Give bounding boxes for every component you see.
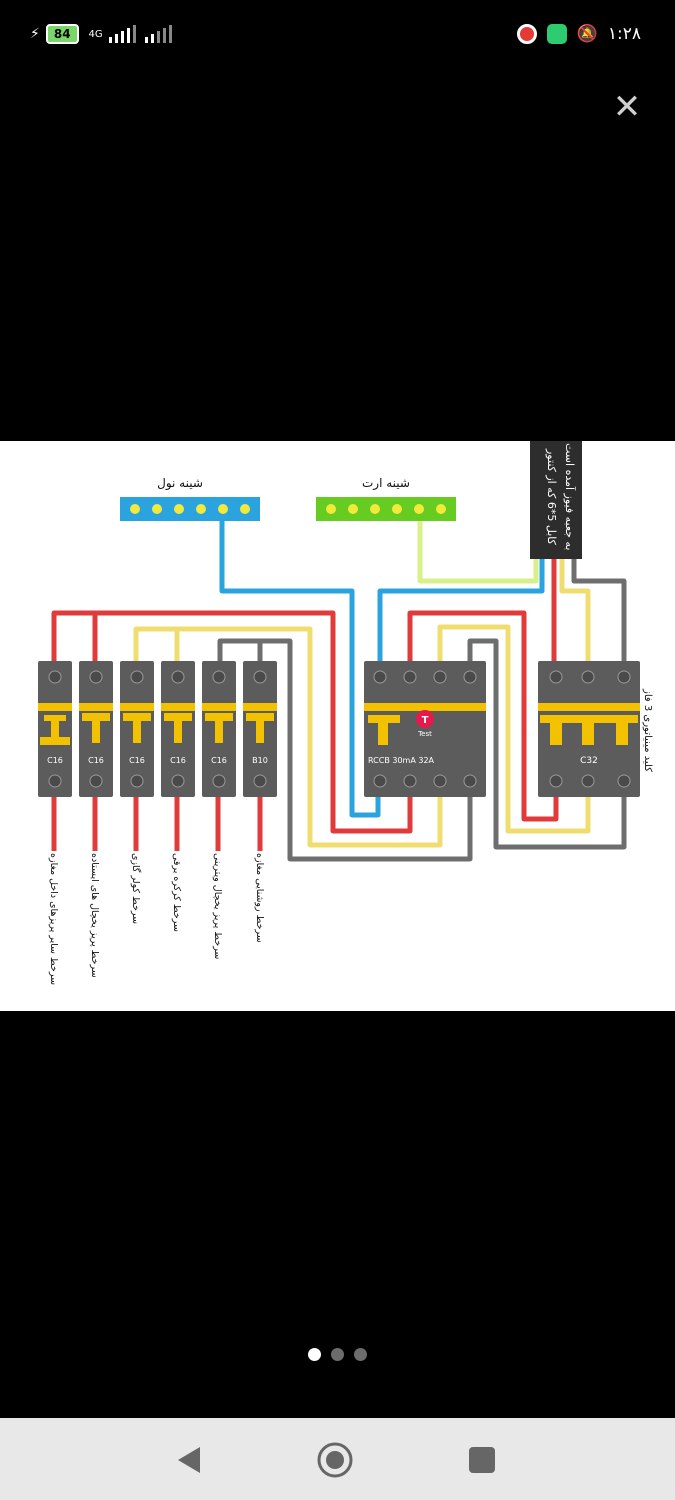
signal-icon: [108, 25, 136, 43]
circuit-label: سرخط پریز یخچال ویترینی: [212, 853, 223, 959]
miniature-breaker: C16: [202, 661, 236, 797]
test-button-letter: T: [422, 715, 429, 726]
recents-icon[interactable]: [460, 1438, 504, 1482]
pager-dot[interactable]: [331, 1348, 344, 1361]
incoming-cable: [530, 441, 582, 559]
app-notification-icon: [516, 24, 537, 44]
pager-dot[interactable]: [308, 1348, 321, 1361]
miniature-breaker: C16: [79, 661, 113, 797]
cable-note-line1: کابل 5*6 که از کنتور: [545, 448, 558, 546]
breaker-rating: C16: [129, 756, 145, 765]
miniature-breaker: C16: [120, 661, 154, 797]
rccb-label: RCCB 30mA 32A: [368, 756, 435, 765]
system-nav-bar: [0, 1418, 675, 1500]
cable-note-line2: به جعبه فیوز آمده است: [563, 443, 577, 550]
circuit-label: سرخط سایر پریزهای داخل مغازه: [48, 853, 59, 985]
earth-bus-label: شینه ارت: [362, 476, 410, 491]
network-label: 4G: [88, 28, 103, 40]
signal-icon: [144, 25, 172, 43]
circuit-label: سرخط کرکره برقی: [171, 853, 182, 932]
circuit-label: سرخط کولر گازی: [130, 853, 142, 924]
earth-bus-bar: [316, 497, 456, 521]
battery-indicator: 84: [45, 24, 79, 44]
clock: ۱:۲۸: [607, 24, 641, 44]
neutral-bus-bar: [120, 497, 260, 521]
app-notification-icon: [546, 24, 567, 44]
miniature-breaker: B10: [243, 661, 277, 797]
test-label: Test: [417, 730, 432, 738]
charging-icon: ⚡: [30, 26, 40, 42]
status-left: ⚡ 84 4G: [30, 24, 175, 44]
three-phase-label: کلید مینیاتوری 3 فاز: [642, 688, 653, 772]
circuit-label: سرخط روشنایی مغازه: [254, 853, 265, 943]
breaker-rating: C16: [211, 756, 227, 765]
circuit-labels: سرخط سایر پریزهای داخل مغازه سرخط پریز ی…: [48, 853, 265, 985]
status-bar: ⚡ 84 4G 🔕 ۱:۲۸: [0, 0, 675, 76]
miniature-breaker: C16: [161, 661, 195, 797]
neutral-bus-label: شینه نول: [157, 476, 203, 491]
three-phase-breaker: C32: [538, 661, 640, 797]
status-right: 🔕 ۱:۲۸: [516, 24, 641, 44]
rccb: T Test RCCB 30mA 32A: [364, 661, 486, 797]
wiring-diagram-image[interactable]: شینه نول شینه ارت کابل 5*6 که از کنتور ب…: [0, 441, 675, 1011]
home-icon[interactable]: [313, 1438, 357, 1482]
breaker-rating: C16: [170, 756, 186, 765]
pager-dot[interactable]: [354, 1348, 367, 1361]
breaker-rating: C16: [88, 756, 104, 765]
wiring: [51, 521, 627, 862]
close-button[interactable]: ✕: [612, 87, 642, 127]
test-button: [416, 710, 434, 728]
wiring-diagram: شینه نول شینه ارت کابل 5*6 که از کنتور ب…: [38, 441, 653, 985]
image-pager: [0, 1348, 675, 1361]
breaker-rating: B10: [252, 756, 268, 765]
breaker-rating: C16: [47, 756, 63, 765]
circuit-label: سرخط پریز یخچال های ایستاده: [89, 853, 100, 978]
mute-icon: 🔕: [576, 24, 598, 44]
miniature-breaker: C16: [38, 661, 72, 797]
breaker-group: C16 C16 C16 C16: [38, 661, 277, 797]
c32-label: C32: [580, 756, 598, 766]
back-icon[interactable]: [168, 1438, 212, 1482]
